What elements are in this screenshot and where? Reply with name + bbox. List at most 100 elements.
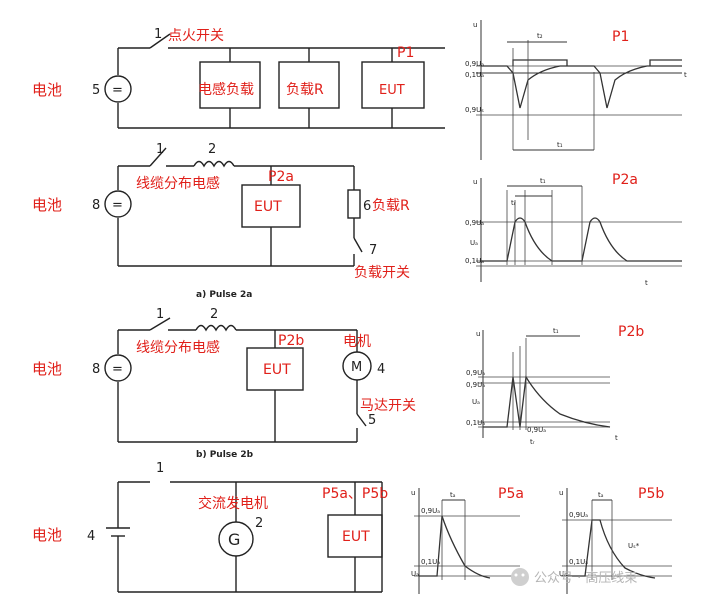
svg-text:0,1Uₐ: 0,1Uₐ	[465, 71, 484, 79]
cable-num-p2a: 2	[208, 142, 216, 157]
cable-inductor-p2a	[193, 160, 235, 168]
battery-symbol	[104, 75, 132, 103]
cable-label-p2a: 线缆分布电感	[136, 175, 220, 192]
svg-text:u: u	[473, 21, 477, 29]
svg-text:0,9Uₐ: 0,9Uₐ	[569, 511, 588, 519]
battery-label-p2a: 电池	[32, 196, 62, 214]
svg-text:0,1Uₐ: 0,1Uₐ	[466, 419, 485, 427]
svg-text:0,9Uₐ: 0,9Uₐ	[466, 381, 485, 389]
ignition-switch	[149, 33, 171, 49]
motor-switch-label: 马达开关	[360, 398, 416, 414]
switch-p2a	[149, 147, 167, 167]
p2a-waveform: u t₁ tᵣ 0,9Uₐ 0,1Uₐ Uₐ t P2a	[465, 172, 682, 287]
p1-wave-tag: P1	[612, 29, 629, 45]
load-r-label: 负载R	[286, 82, 324, 98]
eut-box-p5	[327, 514, 383, 558]
p5-circuit: 电池 4 1 交流发电机 G 2 EUT P5a、P5b	[32, 461, 388, 593]
p2b-tag: P2b	[278, 333, 304, 349]
svg-text:0,9Uₛ: 0,9Uₛ	[465, 106, 484, 114]
svg-text:t₂: t₂	[537, 32, 543, 40]
eut-label-p5: EUT	[342, 529, 370, 545]
battery-label-p1: 电池	[32, 81, 62, 99]
battery-num-p1: 5	[92, 83, 100, 98]
p2b-circuit: = 电池 8 1 2 线缆分布电感 EUT P2b 电机 M 4 马达开关 5 …	[32, 307, 416, 460]
svg-text:t: t	[645, 279, 648, 287]
svg-text:=: =	[112, 362, 123, 377]
switch-num-p1: 1	[154, 27, 162, 42]
watermark: 公众号 · 高压线束	[511, 568, 637, 586]
watermark-text: 公众号 · 高压线束	[534, 570, 637, 586]
switch-num-p5: 1	[156, 461, 164, 476]
eut-label-p2b: EUT	[263, 362, 291, 378]
p2a-wave-tag: P2a	[612, 172, 638, 188]
load-r-box	[278, 61, 340, 109]
load-num-p2a: 6	[363, 199, 371, 214]
battery-num-p2b: 8	[92, 362, 100, 377]
eut-label-p2a: EUT	[254, 199, 282, 215]
svg-text:0,1Uₐ: 0,1Uₐ	[465, 257, 484, 265]
cable-inductor-p2b	[195, 324, 237, 332]
svg-text:u: u	[559, 489, 563, 497]
inductive-load-label: 电感负载	[198, 81, 254, 98]
motor-switch	[356, 413, 367, 427]
svg-text:Uₐ: Uₐ	[472, 398, 480, 406]
svg-text:t: t	[615, 434, 618, 442]
battery-num-p2a: 8	[92, 198, 100, 213]
svg-text:0,9Uₐ: 0,9Uₐ	[527, 426, 546, 434]
svg-text:t₁: t₁	[557, 141, 563, 149]
caption-p2a: a) Pulse 2a	[196, 290, 252, 300]
battery-symbol-p2a	[104, 190, 132, 218]
svg-text:tᵣ: tᵣ	[530, 438, 535, 446]
svg-text:tᵣ: tᵣ	[511, 199, 516, 207]
load-label-p2a: 负载R	[372, 198, 410, 214]
svg-text:=: =	[112, 198, 123, 213]
svg-text:Uₛ*: Uₛ*	[628, 542, 640, 550]
switch-p2b	[149, 317, 171, 331]
eut-box-p2a	[241, 184, 301, 228]
svg-text:0,1Uₐ: 0,1Uₐ	[569, 558, 588, 566]
svg-text:tₐ: tₐ	[598, 491, 604, 499]
eut-box-p2b	[246, 347, 304, 391]
eut-box-p1	[361, 61, 425, 109]
caption-p2b: b) Pulse 2b	[196, 450, 254, 460]
p1-circuit: = 电池 5 1 点火开关 电感负载 负载R EUT P1	[32, 27, 445, 129]
p5b-wave-tag: P5b	[638, 486, 664, 502]
battery-label-p2b: 电池	[32, 360, 62, 378]
p5b-waveform: u tₐ 0,9Uₐ 0,1Uₐ Uₐ Uₛ* P5b	[559, 486, 672, 594]
switch-num-p2b: 1	[156, 307, 164, 322]
p2a-circuit: = 电池 8 1 2 线缆分布电感 EUT P2a 6 负载R 7 负载开关 a…	[32, 142, 410, 300]
ignition-switch-label: 点火开关	[168, 28, 224, 44]
switch-num-p2a: 1	[156, 142, 164, 157]
svg-text:t: t	[684, 71, 687, 79]
svg-text:=: =	[112, 83, 123, 98]
p2a-tag: P2a	[268, 169, 294, 185]
inductive-load-box	[199, 61, 261, 109]
battery-num-p5: 4	[87, 529, 95, 544]
svg-text:0,1Uₐ: 0,1Uₐ	[421, 558, 440, 566]
wechat-icon	[511, 568, 529, 586]
svg-text:u: u	[473, 178, 477, 186]
motor-label: 电机	[343, 334, 371, 350]
battery-label-p5: 电池	[32, 526, 62, 544]
p5a-waveform: u tₐ 0,9Uₐ 0,1Uₐ Uₐ P5a	[411, 486, 524, 594]
svg-text:Uₐ: Uₐ	[470, 239, 478, 247]
generator-num: 2	[255, 516, 263, 531]
svg-text:tₐ: tₐ	[450, 491, 456, 499]
svg-text:0,9Uₐ: 0,9Uₐ	[466, 369, 485, 377]
svg-text:Uₐ: Uₐ	[411, 570, 419, 578]
p1-waveform: u t₂ 0,9Uₐ 0,1Uₐ 0,9Uₛ t₁ t P1	[465, 20, 687, 160]
battery-symbol-p2b	[104, 354, 132, 382]
p5-tag: P5a、P5b	[322, 486, 388, 502]
cable-label-p2b: 线缆分布电感	[136, 339, 220, 356]
svg-text:t₁: t₁	[540, 177, 546, 185]
svg-text:0,9Uₐ: 0,9Uₐ	[465, 219, 484, 227]
load-resistor-p2a	[347, 189, 361, 219]
loadsw-label-p2a: 负载开关	[354, 265, 410, 281]
svg-text:u: u	[411, 489, 415, 497]
svg-text:Uₐ: Uₐ	[559, 570, 567, 578]
motor-num: 4	[377, 362, 385, 377]
svg-text:u: u	[476, 330, 480, 338]
cable-num-p2b: 2	[210, 307, 218, 322]
svg-text:0,9Uₐ: 0,9Uₐ	[421, 507, 440, 515]
p5a-wave-tag: P5a	[498, 486, 524, 502]
